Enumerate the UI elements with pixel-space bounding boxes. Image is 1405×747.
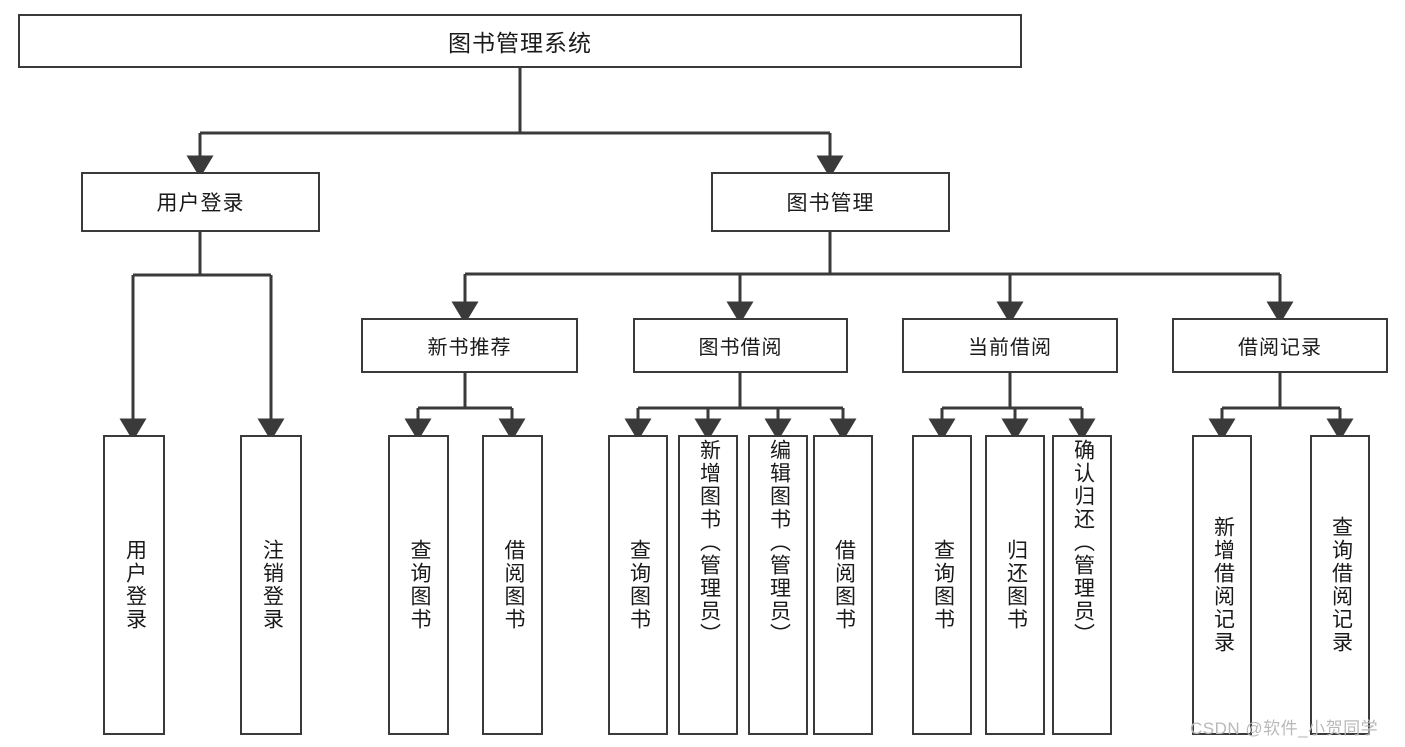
leaf-label: 新增图书（管理员）: [697, 439, 721, 646]
leaf-label: 借阅图书: [832, 539, 856, 631]
leaf-book-borrow-query-book[interactable]: 查询图书: [608, 435, 668, 735]
node-user-login[interactable]: 用户登录: [81, 172, 320, 232]
leaf-current-borrow-return-book[interactable]: 归还图书: [985, 435, 1045, 735]
leaf-new-book-query-book[interactable]: 查询图书: [388, 435, 449, 735]
node-label: 图书借阅: [698, 337, 783, 359]
leaf-label: 确认归还（管理员）: [1071, 439, 1095, 646]
leaf-book-borrow-edit-book-admin[interactable]: 编辑图书（管理员）: [748, 435, 808, 735]
leaf-label: 查询图书: [407, 539, 431, 631]
leaf-borrow-record-query-record[interactable]: 查询借阅记录: [1310, 435, 1370, 735]
leaf-book-borrow-add-book-admin[interactable]: 新增图书（管理员）: [678, 435, 738, 735]
leaf-current-borrow-confirm-return-admin[interactable]: 确认归还（管理员）: [1052, 435, 1112, 735]
leaf-label: 查询图书: [931, 539, 955, 631]
leaf-label: 新增借阅记录: [1211, 516, 1235, 654]
leaf-label: 注销登录: [260, 539, 284, 631]
leaf-current-borrow-query-book[interactable]: 查询图书: [912, 435, 972, 735]
node-root-book-management-system[interactable]: 图书管理系统: [18, 14, 1022, 68]
leaf-new-book-borrow-book[interactable]: 借阅图书: [482, 435, 543, 735]
leaf-label: 查询图书: [627, 539, 651, 631]
node-label: 借阅记录: [1238, 337, 1322, 359]
leaf-label: 编辑图书（管理员）: [767, 439, 791, 646]
node-current-borrow[interactable]: 当前借阅: [902, 318, 1118, 373]
node-label: 图书管理: [786, 192, 875, 215]
leaf-label: 查询借阅记录: [1329, 516, 1353, 654]
node-label: 当前借阅: [968, 337, 1052, 359]
leaf-label: 用户登录: [123, 539, 147, 631]
leaf-book-borrow-borrow-book[interactable]: 借阅图书: [813, 435, 873, 735]
leaf-label: 借阅图书: [501, 539, 525, 631]
leaf-user-login-login[interactable]: 用户登录: [103, 435, 165, 735]
leaf-borrow-record-add-record[interactable]: 新增借阅记录: [1192, 435, 1252, 735]
leaf-user-login-logout[interactable]: 注销登录: [240, 435, 302, 735]
node-label: 图书管理系统: [448, 30, 592, 56]
node-book-management[interactable]: 图书管理: [711, 172, 950, 232]
node-book-borrow[interactable]: 图书借阅: [633, 318, 848, 373]
node-label: 用户登录: [156, 192, 245, 215]
node-label: 新书推荐: [427, 337, 512, 359]
node-borrow-record[interactable]: 借阅记录: [1172, 318, 1388, 373]
node-new-book-recommend[interactable]: 新书推荐: [361, 318, 578, 373]
leaf-label: 归还图书: [1004, 539, 1028, 631]
